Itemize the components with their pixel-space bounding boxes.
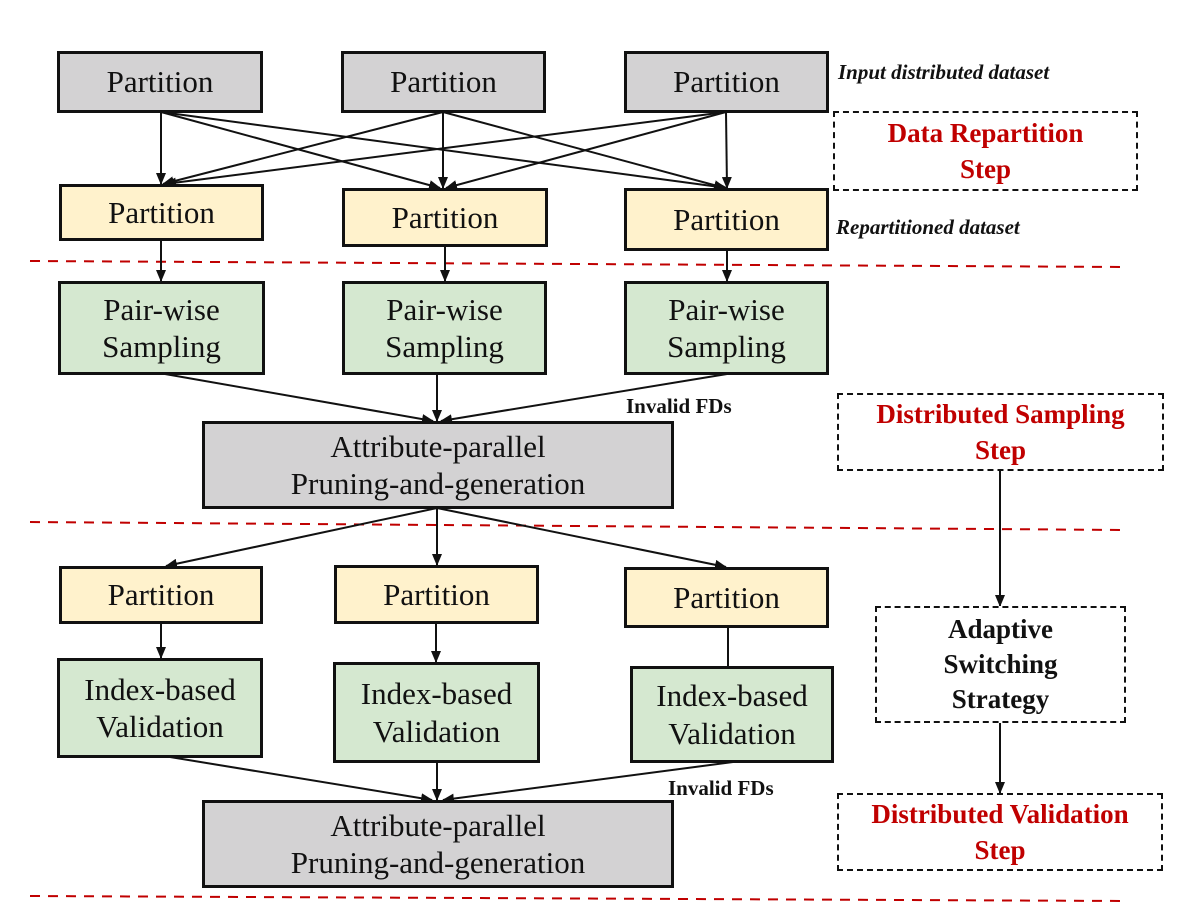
flow-arrow [436, 507, 727, 570]
box-label-line: Validation [668, 715, 796, 751]
input-partition-2: Partition [341, 51, 546, 113]
repartitioned-partition-2: Partition [342, 188, 548, 247]
box-label: Partition [106, 64, 214, 100]
validation-partition-3: Partition [624, 567, 829, 628]
repartitioned-dataset-label: Repartitioned dataset [836, 215, 1020, 239]
validation-partition-1: Partition [59, 566, 263, 624]
box-label-line: Pair-wise [668, 291, 785, 327]
strategy-line: Switching [943, 648, 1058, 679]
box-label-line: Sampling [385, 329, 504, 364]
box-label: Partition [108, 194, 215, 230]
pairwise-sampling-3: Pair-wise Sampling [624, 281, 829, 375]
distributed-validation-step: Distributed Validation Step [837, 793, 1163, 871]
shuffle-arrow [721, 111, 732, 189]
box-label: Partition [391, 199, 499, 235]
invalid-fds-label: Invalid FDs [626, 394, 732, 418]
pairwise-sampling-1: Pair-wise Sampling [58, 281, 265, 375]
box-label: Partition [673, 201, 780, 237]
step-title-line: Distributed Validation [871, 798, 1129, 829]
box-label-line: Validation [372, 713, 501, 749]
flow-arrow [164, 373, 434, 425]
box-label-line: Pair-wise [386, 291, 503, 327]
box-label-line: Index-based [84, 671, 236, 707]
pruning-generation-1: Attribute-parallel Pruning-and-generatio… [202, 421, 674, 509]
pruning-generation-2: Attribute-parallel Pruning-and-generatio… [202, 800, 674, 888]
box-label-line: Pruning-and-generation [290, 845, 586, 880]
invalid-fds-label: Invalid FDs [668, 776, 774, 800]
stage-separator [29, 260, 1126, 268]
box-label-line: Index-based [656, 678, 808, 714]
index-validation-2: Index-based Validation [333, 662, 540, 763]
box-label: Partition [390, 64, 497, 100]
step-title-line: Step [959, 154, 1011, 184]
stage-separator [29, 521, 1126, 531]
adaptive-switching-strategy: Adaptive Switching Strategy [875, 606, 1126, 723]
input-partition-3: Partition [624, 51, 829, 113]
strategy-line: Adaptive [947, 613, 1053, 644]
box-label-line: Validation [96, 709, 224, 744]
box-label-line: Pruning-and-generation [290, 466, 586, 501]
box-label: Partition [673, 579, 780, 615]
index-validation-3: Index-based Validation [630, 666, 834, 763]
distributed-sampling-step: Distributed Sampling Step [837, 393, 1164, 471]
pairwise-sampling-2: Pair-wise Sampling [342, 281, 547, 375]
step-title-line: Step [974, 835, 1026, 865]
shuffle-arrow [445, 111, 727, 190]
box-label-line: Sampling [102, 329, 221, 364]
shuffle-arrow [160, 111, 441, 190]
shuffle-arrow [164, 111, 727, 188]
repartitioned-partition-1: Partition [59, 184, 264, 241]
flow-arrow [442, 761, 734, 804]
box-label-line: Attribute-parallel [330, 807, 546, 843]
input-partition-1: Partition [57, 51, 263, 113]
validation-partition-2: Partition [334, 565, 539, 624]
step-title-line: Step [974, 435, 1026, 465]
flow-arrow [165, 507, 438, 569]
box-label: Partition [673, 64, 780, 100]
input-dataset-label: Input distributed dataset [838, 60, 1050, 84]
box-label: Partition [107, 577, 215, 613]
step-title-line: Data Repartition [887, 117, 1084, 148]
step-title-line: Distributed Sampling [876, 398, 1125, 429]
box-label-line: Attribute-parallel [330, 428, 546, 464]
index-validation-1: Index-based Validation [57, 658, 263, 758]
box-label-line: Pair-wise [103, 291, 220, 327]
flow-arrow [440, 373, 728, 425]
stage-separator [29, 895, 1126, 902]
box-label: Partition [383, 576, 490, 612]
shuffle-arrow [162, 111, 444, 187]
repartitioned-partition-3: Partition [624, 188, 829, 251]
box-label-line: Sampling [667, 329, 786, 364]
data-repartition-step: Data Repartition Step [833, 111, 1138, 191]
flow-arrow [169, 756, 433, 804]
box-label-line: Index-based [360, 676, 513, 712]
strategy-line: Strategy [951, 684, 1050, 715]
